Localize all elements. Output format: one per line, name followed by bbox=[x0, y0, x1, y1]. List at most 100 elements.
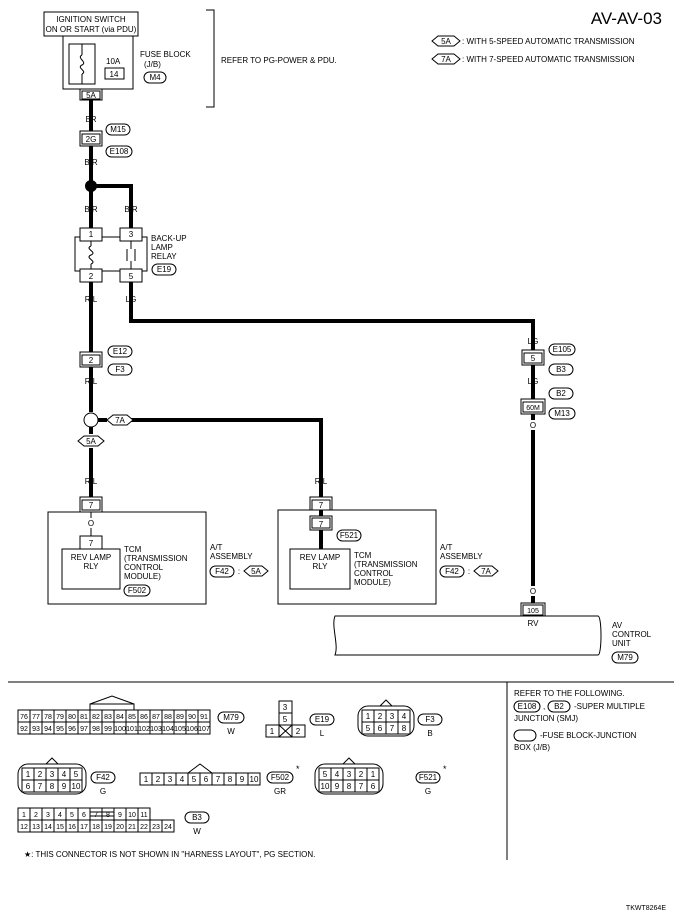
fuse-block-connector-m4 bbox=[143, 71, 167, 84]
svg-text:F42: F42 bbox=[445, 567, 459, 576]
connector-pin-label: 102 bbox=[138, 726, 150, 733]
connector-pin-label: 1 bbox=[26, 770, 31, 779]
connector-pin-label: 1 bbox=[22, 812, 26, 819]
svg-text:IGNITION SWITCH: IGNITION SWITCH bbox=[56, 15, 126, 24]
connector-pin-label: 9 bbox=[240, 775, 245, 784]
svg-text:M13: M13 bbox=[554, 409, 570, 418]
connector-pin-label: 96 bbox=[68, 726, 76, 733]
svg-text:-FUSE BLOCK-JUNCTION: -FUSE BLOCK-JUNCTION bbox=[540, 731, 637, 740]
wire-label-lg-1: LG bbox=[126, 295, 137, 304]
svg-text::: : bbox=[238, 567, 240, 576]
connector-60m: 60M bbox=[520, 398, 546, 415]
connector-pin-label: 1 bbox=[366, 712, 371, 721]
svg-text:TCM: TCM bbox=[354, 551, 372, 560]
connector-pin-label: 97 bbox=[80, 726, 88, 733]
connector-pin-label: 5 bbox=[192, 775, 197, 784]
svg-text:3: 3 bbox=[283, 703, 288, 712]
wire-label-r-l-1: R/L bbox=[85, 295, 98, 304]
connector-pin-label: 107 bbox=[198, 726, 210, 733]
svg-text:1: 1 bbox=[89, 230, 94, 239]
svg-text:105: 105 bbox=[527, 608, 539, 615]
svg-text:M79: M79 bbox=[617, 653, 633, 662]
svg-text:F42: F42 bbox=[215, 567, 229, 576]
wire-label-lg-2: LG bbox=[528, 337, 539, 346]
connector-pin-label: 2 bbox=[359, 770, 364, 779]
svg-text:B: B bbox=[427, 729, 432, 738]
connector-pin-label: 79 bbox=[56, 714, 64, 721]
connector-pin-label: 101 bbox=[126, 726, 138, 733]
connector-view-b3-id: B3 W bbox=[184, 811, 210, 836]
connector-pin-label: 94 bbox=[44, 726, 52, 733]
svg-text:RV: RV bbox=[528, 619, 540, 628]
svg-text:CONTROL: CONTROL bbox=[354, 569, 394, 578]
connector-pin-label: 87 bbox=[152, 714, 160, 721]
connector-pin-label: 6 bbox=[26, 782, 31, 791]
svg-text:REV LAMP: REV LAMP bbox=[300, 553, 340, 562]
legend-tag-5a: 5A bbox=[431, 35, 461, 47]
connector-pin-label: 98 bbox=[92, 726, 100, 733]
wire-label-r-l-5a: R/L bbox=[85, 477, 98, 486]
connector-pin-label: 4 bbox=[335, 770, 340, 779]
svg-text:G: G bbox=[100, 787, 106, 796]
connector-pin-label: 76 bbox=[20, 714, 28, 721]
svg-text:*: * bbox=[443, 764, 447, 774]
connector-pin-label: 7 bbox=[359, 782, 364, 791]
connector-2: 2 bbox=[79, 351, 103, 368]
svg-text:2: 2 bbox=[89, 272, 94, 281]
connector-pin-label: 83 bbox=[104, 714, 112, 721]
refer-bracket bbox=[206, 9, 215, 108]
connector-pin-label: 10 bbox=[250, 775, 259, 784]
connector-view-e19: 3 5 1 2 bbox=[265, 700, 306, 738]
connector-e19: E19 bbox=[151, 263, 177, 276]
svg-text:CONTROL: CONTROL bbox=[124, 563, 164, 572]
svg-text:14: 14 bbox=[110, 70, 119, 79]
connector-view-f42-id: F42 G bbox=[90, 771, 116, 796]
connector-pin-label: 7 bbox=[216, 775, 221, 784]
connector-pin-label: 6 bbox=[371, 782, 376, 791]
figure-code: TKWT8264E bbox=[626, 905, 666, 912]
connector-pin-label: 9 bbox=[62, 782, 67, 791]
connector-pin-label: 88 bbox=[164, 714, 172, 721]
svg-text:MODULE): MODULE) bbox=[124, 572, 161, 581]
at-assembly-5a-f42: F42 : 5A bbox=[209, 565, 269, 578]
connector-pin-label: 20 bbox=[116, 824, 124, 831]
connector-e105: E105 bbox=[548, 343, 576, 356]
connector-pin-label: 93 bbox=[32, 726, 40, 733]
svg-text:7A: 7A bbox=[441, 55, 451, 64]
connector-pin-label: 6 bbox=[82, 812, 86, 819]
relay-contact-icon bbox=[126, 241, 136, 269]
svg-text:B2: B2 bbox=[556, 389, 566, 398]
wire-label-o-2: O bbox=[530, 587, 536, 596]
page-title: AV-AV-03 bbox=[591, 9, 662, 28]
at-assembly-5a-label-1: A/T bbox=[210, 543, 223, 552]
svg-text:7A: 7A bbox=[481, 567, 491, 576]
connector-pin-label: 5 bbox=[74, 770, 79, 779]
svg-text:ON OR START (via PDU): ON OR START (via PDU) bbox=[46, 25, 137, 34]
svg-text:F3: F3 bbox=[425, 715, 435, 724]
connector-b2: B2 bbox=[548, 387, 574, 400]
connector-pin-label: 80 bbox=[68, 714, 76, 721]
svg-text:3: 3 bbox=[129, 230, 134, 239]
svg-text:M79: M79 bbox=[223, 713, 239, 722]
av-control-unit: 105 RV bbox=[333, 602, 602, 656]
svg-text:10A: 10A bbox=[106, 57, 121, 66]
connector-pin-label: 14 bbox=[44, 824, 52, 831]
connector-pin-label: 19 bbox=[104, 824, 112, 831]
svg-text:5: 5 bbox=[531, 354, 536, 363]
svg-text:,: , bbox=[543, 702, 545, 711]
svg-text:7: 7 bbox=[89, 539, 94, 548]
svg-text:M15: M15 bbox=[110, 125, 126, 134]
connector-pin-label: 9 bbox=[118, 812, 122, 819]
svg-text:REV LAMP: REV LAMP bbox=[71, 553, 111, 562]
svg-text:2G: 2G bbox=[86, 135, 97, 144]
svg-text:B2: B2 bbox=[554, 702, 564, 711]
connector-pin-label: 77 bbox=[32, 714, 40, 721]
connector-pin-label: 8 bbox=[402, 724, 407, 733]
connector-pin-label: 3 bbox=[168, 775, 173, 784]
connector-pin-label: 8 bbox=[347, 782, 352, 791]
connector-pin-label: 6 bbox=[204, 775, 209, 784]
connector-pin-label: 99 bbox=[104, 726, 112, 733]
